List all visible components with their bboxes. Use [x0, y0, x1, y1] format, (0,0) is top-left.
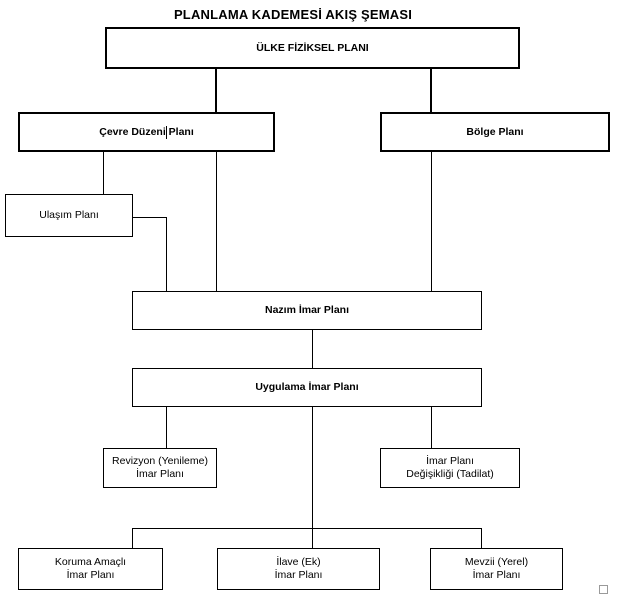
connector-bolge-to-nazim	[431, 152, 432, 291]
node-bolge-plani[interactable]: Bölge Planı	[380, 112, 610, 152]
connector-uygulama-to-degisiklik	[431, 407, 432, 448]
connector-uygulama-to-revizyon	[166, 407, 167, 448]
connector-ulke-to-cevre	[215, 69, 217, 112]
node-imar-plani-degisikligi[interactable]: İmar Planı Değişikliği (Tadilat)	[380, 448, 520, 488]
connector-drop-to-ilave	[312, 528, 313, 548]
node-ilave-imar-plani[interactable]: İlave (Ek) İmar Planı	[217, 548, 380, 590]
node-label: Ulaşım Planı	[39, 209, 99, 221]
node-revizyon-imar-plani[interactable]: Revizyon (Yenileme) İmar Planı	[103, 448, 217, 488]
node-label-line1: Mevzii (Yerel)	[464, 556, 529, 568]
node-label-line2: İmar Planı	[136, 468, 184, 480]
connector-cevre-to-ulasim	[103, 152, 104, 194]
node-label: Uygulama İmar Planı	[255, 381, 359, 393]
node-label-line1: İlave (Ek)	[276, 556, 321, 568]
connector-bottom-distributor	[132, 528, 482, 529]
node-label: ÜLKE FİZİKSEL PLANI	[256, 41, 369, 54]
text-cursor	[166, 126, 167, 139]
node-label-line1: İmar Planı	[426, 455, 474, 467]
node-label-line2: İmar Planı	[472, 569, 521, 581]
connector-drop-to-koruma	[132, 528, 133, 548]
node-label-line2: Değişikliği (Tadilat)	[406, 468, 494, 480]
connector-ulasim-elbow-horizontal	[133, 217, 167, 218]
connector-ulasim-to-nazim	[166, 217, 167, 291]
node-koruma-amacli-imar-plani[interactable]: Koruma Amaçlı İmar Planı	[18, 548, 163, 590]
connector-ulke-to-bolge	[430, 69, 432, 112]
node-ulasim-plani[interactable]: Ulaşım Planı	[5, 194, 133, 237]
node-ulke-fiziksel-plani[interactable]: ÜLKE FİZİKSEL PLANI	[105, 27, 520, 69]
page-title: PLANLAMA KADEMESİ AKIŞ ŞEMASI	[173, 7, 413, 22]
node-label: Bölge Planı	[466, 125, 524, 138]
connector-nazim-to-uygulama	[312, 330, 313, 368]
node-label-line1: Koruma Amaçlı	[54, 556, 127, 568]
node-nazim-imar-plani[interactable]: Nazım İmar Planı	[132, 291, 482, 330]
node-label: Çevre Düzeni Planı	[99, 125, 194, 138]
node-label-line2: İmar Planı	[274, 569, 323, 581]
object-anchor-marker-icon	[599, 585, 608, 594]
connector-drop-to-mevzii	[481, 528, 482, 548]
node-cevre-duzeni-plani[interactable]: Çevre Düzeni Planı	[18, 112, 275, 152]
node-mevzii-imar-plani[interactable]: Mevzii (Yerel) İmar Planı	[430, 548, 563, 590]
node-uygulama-imar-plani[interactable]: Uygulama İmar Planı	[132, 368, 482, 407]
node-label: Nazım İmar Planı	[264, 304, 350, 316]
node-label-line1: Revizyon (Yenileme)	[112, 455, 208, 467]
node-label-line2: İmar Planı	[66, 569, 115, 581]
connector-uygulama-to-bottom-row	[312, 407, 313, 528]
connector-cevre-to-nazim	[216, 152, 217, 291]
